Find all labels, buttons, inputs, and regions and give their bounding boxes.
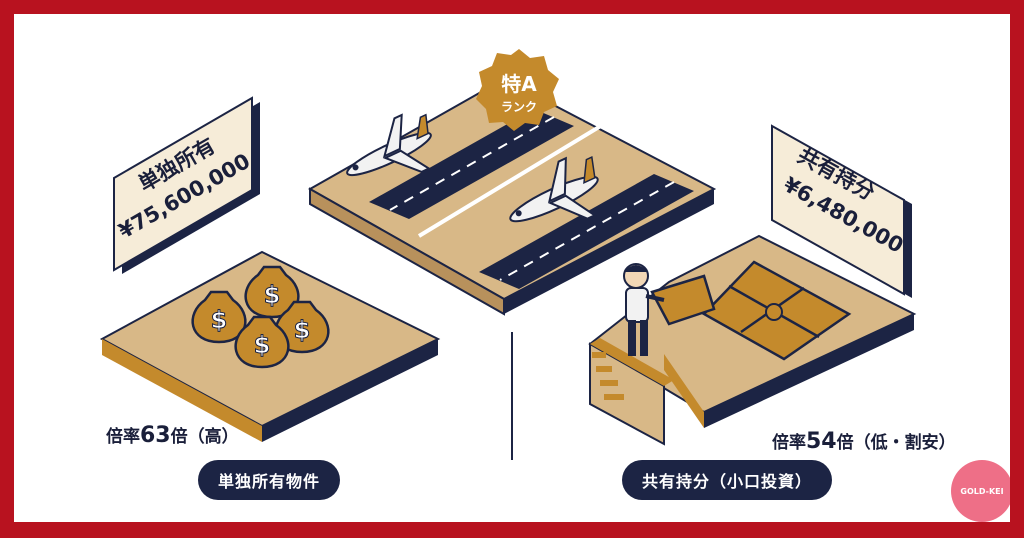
illustration-frame: 特A ランク $ $ $ $ 単独所有 ¥75,600,000 [14, 14, 1010, 522]
single-rate-prefix: 倍率 [106, 427, 140, 447]
svg-text:$: $ [254, 331, 271, 359]
badge-line2: ランク [501, 100, 537, 114]
single-rate-value: 63 [140, 423, 171, 448]
runway-2 [479, 174, 694, 289]
money-bags: $ $ $ $ [191, 265, 330, 369]
person-icon [623, 263, 665, 356]
single-rate-suffix: 倍（高） [170, 427, 239, 447]
co-ownership-label: 共有持分（小口投資） [622, 460, 833, 500]
badge-line1: 特A [501, 72, 537, 96]
single-ownership-rate: 倍率63倍（高） [106, 422, 239, 448]
co-rate-value: 54 [806, 429, 837, 454]
runway-1 [369, 109, 574, 219]
money-bag-icon: $ [234, 315, 290, 369]
airplane-icon [346, 113, 432, 177]
airport-platform [307, 77, 717, 316]
gold-kei-watermark: GOLD-KEI [951, 460, 1010, 522]
stairs [589, 338, 674, 446]
co-ownership-sign: 共有持分 ¥6,480,000 [771, 124, 912, 298]
money-bag-icon: $ [244, 265, 300, 319]
single-ownership-label: 単独所有物件 [198, 460, 341, 500]
co-rate-suffix: 倍（低・割安） [836, 433, 956, 453]
rank-badge: 特A ランク [476, 49, 559, 131]
puzzle-pieces [650, 260, 852, 361]
money-bag-icon: $ [274, 300, 330, 354]
co-rate-prefix: 倍率 [772, 433, 806, 453]
isometric-scene: 特A ランク $ $ $ $ 単独所有 ¥75,600,000 [99, 49, 917, 460]
center-line [417, 122, 606, 238]
single-ownership-sign: 単独所有 ¥75,600,000 [113, 96, 260, 274]
svg-text:$: $ [294, 316, 311, 344]
svg-text:$: $ [264, 281, 281, 309]
airplane-icon [509, 155, 599, 223]
co-ownership-rate: 倍率54倍（低・割安） [772, 428, 956, 454]
svg-text:$: $ [211, 306, 228, 334]
money-bag-icon: $ [191, 290, 247, 344]
